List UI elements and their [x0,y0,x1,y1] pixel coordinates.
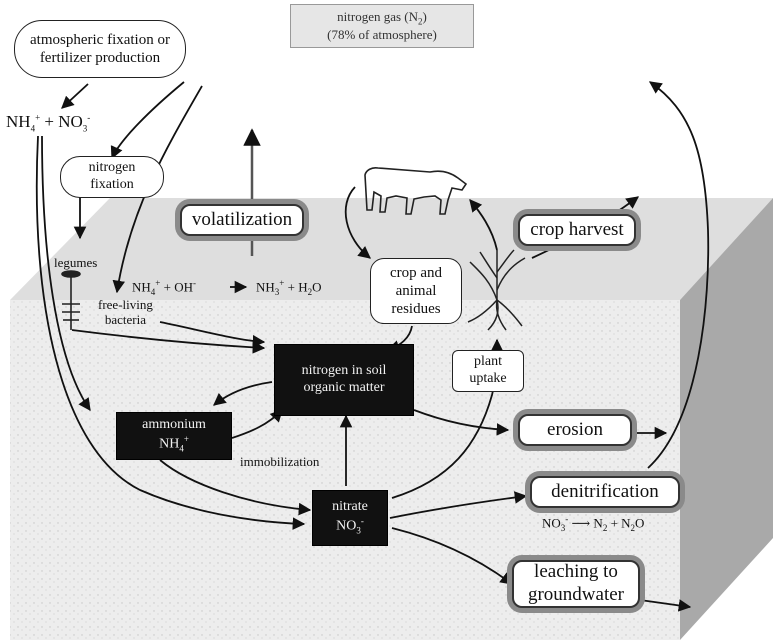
soil-organic-matter-node: nitrogen in soil organic matter [274,344,414,416]
nitrogen-gas-line1: nitrogen gas (N2) [337,9,427,27]
free-living-bacteria-label: free-living bacteria [98,297,153,327]
arrow-plant-to-cow [469,199,498,251]
arrow-som-to-ammonium [213,381,273,406]
arrow-nh4no3-to-nitrate [35,135,306,530]
nitrogen-gas-line2: (78% of atmosphere) [327,27,437,43]
arrow-ammonium-to-nitrate [159,459,312,516]
arrow-atm-to-fixation [110,81,185,160]
cow-icon [364,167,468,215]
nitrogen-gas-header: nitrogen gas (N2) (78% of atmosphere) [290,4,474,48]
corn-plant-icon [467,249,526,331]
reaction-products: NH3+ + H2O [256,278,322,297]
arrow-atm-to-nh4no3 [61,83,89,109]
legumes-label: legumes [54,255,98,270]
ammonium-nitrate-label: NH4+ + NO3- [6,112,91,134]
arrow-nitrate-to-denitrification [389,491,528,519]
reaction-reactants: NH4+ + OH- [132,278,196,297]
arrow-legume-to-som [71,329,266,354]
erosion-node: erosion [518,414,632,446]
nitrate-node: nitrate NO3- [312,490,388,546]
arrow-bacteria-to-som [159,321,266,348]
crop-animal-residues-node: crop and animal residues [370,258,462,324]
leaching-node: leaching to groundwater [512,560,640,608]
atmospheric-fixation-node: atmospheric fixation or fertilizer produ… [14,20,186,78]
arrow-som-to-erosion [413,409,510,436]
nitrogen-fixation-node: nitrogen fixation [60,156,164,198]
ammonium-node: ammonium NH4+ [116,412,232,460]
soil-block-side [680,198,773,640]
legume-seedling-icon [61,270,81,330]
reaction-arrow-icon: ⟶ [568,515,594,531]
plant-uptake-node: plant uptake [452,350,524,392]
crop-harvest-node: crop harvest [518,214,636,246]
immobilization-label: immobilization [240,454,320,469]
arrow-leaching-out [639,599,692,612]
arrow-denitrification-up [647,81,710,469]
denitrification-equation: NO3- ⟶ N2 + N2O [542,514,645,533]
arrow-nh4no3-to-ammonium [41,135,91,412]
arrow-nitrate-to-leaching [391,527,514,585]
denitrification-node: denitrification [530,476,680,508]
volatilization-node: volatilization [180,204,304,236]
arrow-cow-to-residues [344,186,371,259]
